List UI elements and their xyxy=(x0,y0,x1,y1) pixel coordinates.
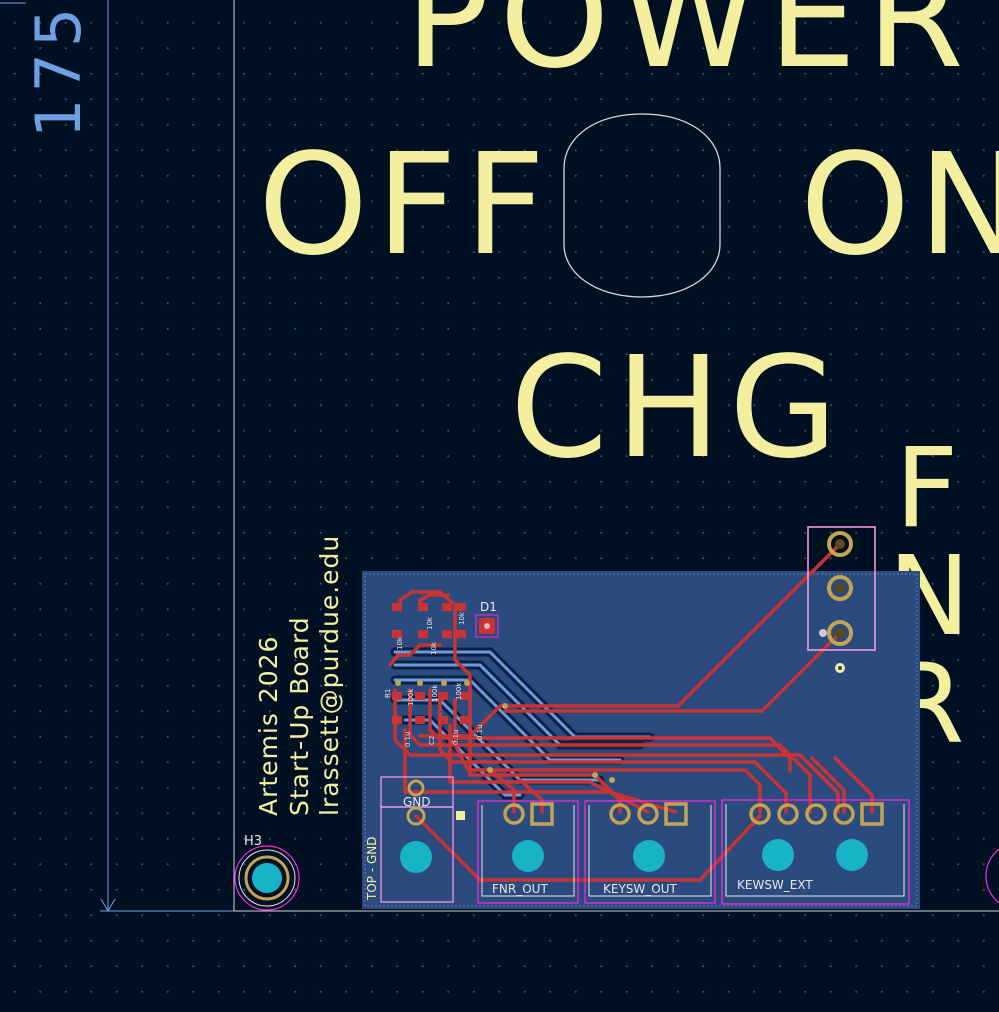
switch-cutout[interactable] xyxy=(563,113,721,298)
kewsw-ext-label: KEWSW_EXT xyxy=(737,878,813,892)
res-value: 100k xyxy=(407,688,415,706)
res-ref: R1 xyxy=(384,689,392,698)
h3-ref: H3 xyxy=(244,834,262,849)
res-value: 10k xyxy=(426,616,434,630)
res-value: 0.1u xyxy=(404,731,412,747)
vias xyxy=(395,680,615,783)
fnr-switch-header[interactable] xyxy=(807,526,876,673)
fnr-f-label: F xyxy=(895,424,958,552)
top-gnd-label: TOP - GND xyxy=(365,837,379,902)
board-name-line2: Start-Up Board xyxy=(285,616,314,816)
res-ref: C2 xyxy=(428,736,436,745)
res-value: 10k xyxy=(396,636,404,650)
res-value: 0.1u xyxy=(452,729,460,745)
power-label: POWER xyxy=(405,0,974,100)
d1-ref: D1 xyxy=(480,600,497,614)
res-value: 100k xyxy=(455,682,463,700)
keysw-out-label: KEYSW_OUT xyxy=(603,882,677,896)
mounting-hole-h3[interactable]: H3 xyxy=(234,834,300,911)
on-label: ON xyxy=(800,124,999,287)
board-email: lrassett@purdue.edu xyxy=(315,535,344,816)
board-name-line1: Artemis 2026 xyxy=(254,636,283,816)
dimension-value: 175 xyxy=(22,2,95,138)
chg-label: CHG xyxy=(510,327,846,490)
gnd-connector[interactable]: GND TOP - GND xyxy=(365,776,465,903)
res-value: 100k xyxy=(431,684,439,702)
res-value: 10k xyxy=(458,611,466,625)
gnd-label: GND xyxy=(403,795,431,809)
led-d1[interactable]: D1 xyxy=(475,600,499,638)
mounting-hole-partial[interactable] xyxy=(985,842,999,910)
kewsw-ext-connector[interactable]: KEWSW_EXT xyxy=(721,799,910,905)
board-name: Artemis 2026 Start-Up Board lrassett@pur… xyxy=(254,535,344,816)
keysw-out-connector[interactable]: KEYSW_OUT xyxy=(584,800,716,904)
res-value: 10k xyxy=(430,641,438,655)
board-outline[interactable] xyxy=(233,0,999,912)
smd-components[interactable]: 10k 10k 10k 10k 100k 100k 100k 0.1u 0.1u… xyxy=(384,603,484,747)
off-label: OFF xyxy=(258,124,553,287)
dimension-marker[interactable]: 175 xyxy=(0,0,234,912)
fnr-out-connector[interactable]: FNR_OUT xyxy=(477,800,579,904)
fnr-out-label: FNR_OUT xyxy=(492,882,548,896)
res-value: 0.1u xyxy=(476,724,484,740)
